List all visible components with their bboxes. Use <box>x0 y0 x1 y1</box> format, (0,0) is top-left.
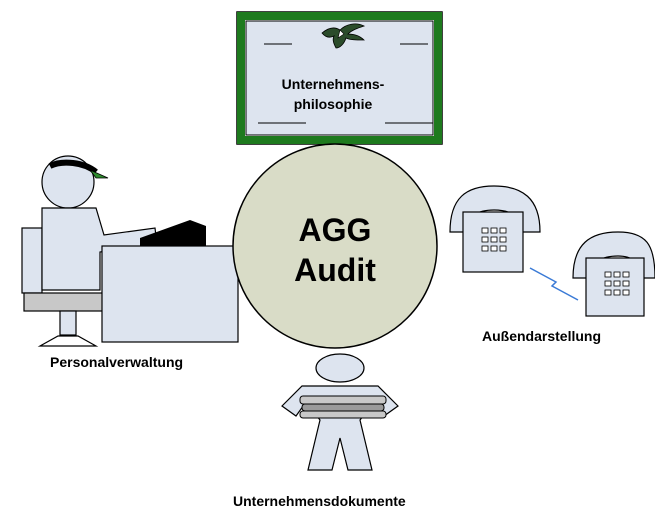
center-title-line2: Audit <box>294 252 376 288</box>
telephone-icon <box>572 231 655 317</box>
certificate-title-line1: Unternehmens- <box>281 76 385 92</box>
certificate-title: Unternehmens- philosophie <box>238 74 428 114</box>
label-aussendarstellung: Außendarstellung <box>482 328 602 344</box>
label-personalverwaltung: Personalverwaltung <box>50 354 184 370</box>
person-at-desk-icon <box>21 155 239 347</box>
certificate-title-line2: philosophie <box>293 96 373 112</box>
center-title-line1: AGG <box>298 212 372 248</box>
center-circle <box>232 143 438 349</box>
person-with-documents-icon <box>281 353 399 471</box>
eagle-icon <box>321 23 366 49</box>
center-title: AGG Audit <box>250 210 420 290</box>
label-unternehmensdokumente: Unternehmensdokumente <box>233 493 406 509</box>
certificate <box>236 11 443 145</box>
telephone-icon <box>449 185 541 273</box>
phone-link-line <box>529 267 579 301</box>
